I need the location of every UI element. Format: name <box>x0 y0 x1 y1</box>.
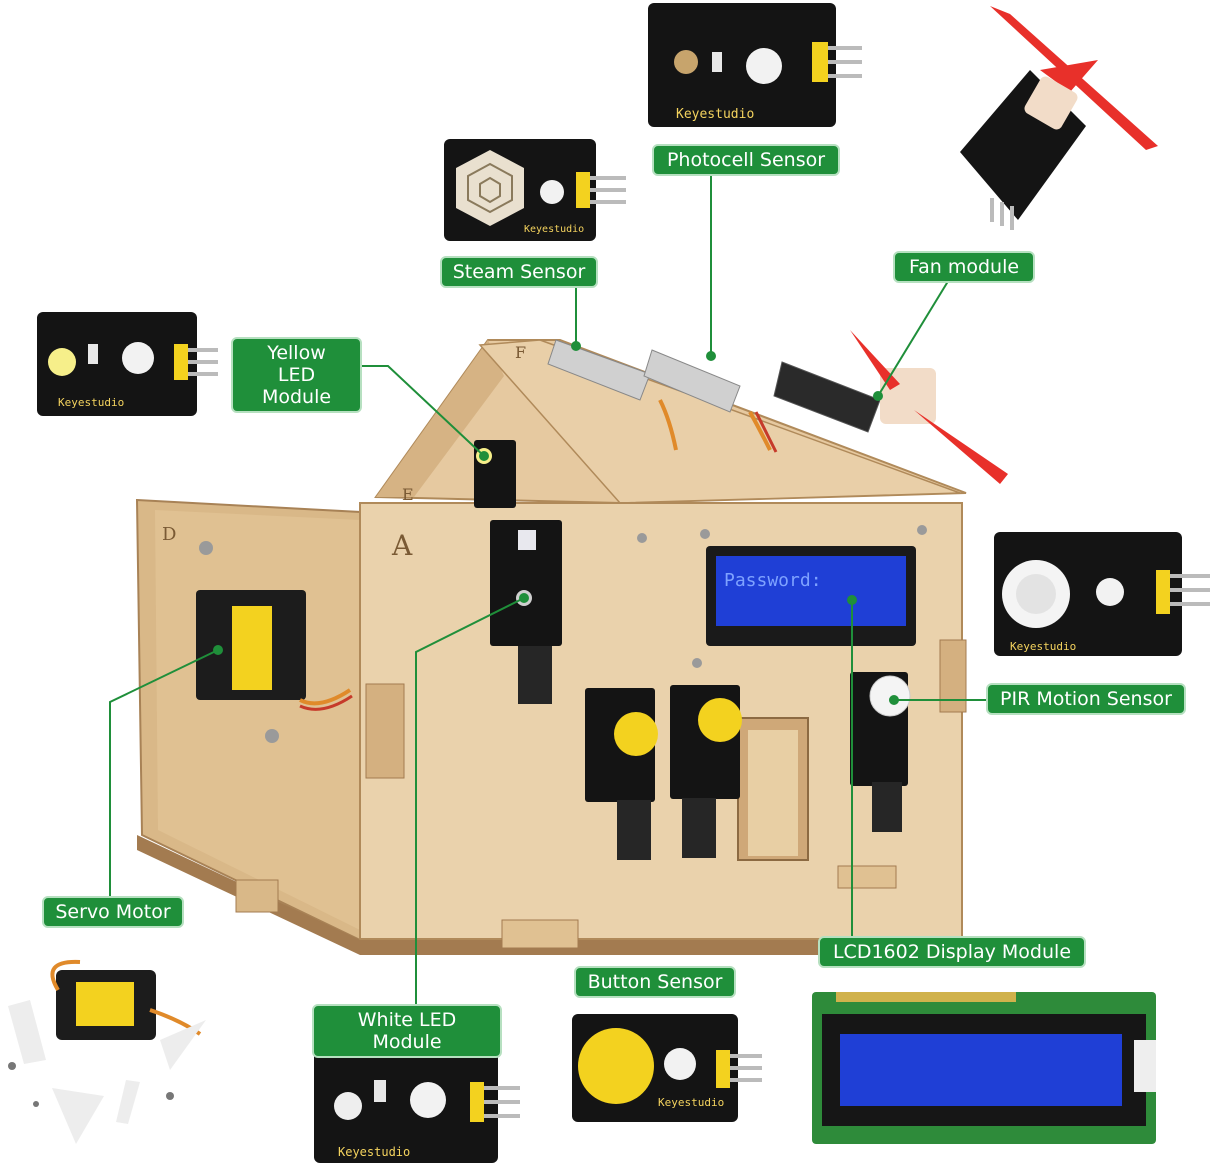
label-steam-sensor: Steam Sensor <box>440 256 598 288</box>
pir-brand: Keyestudio <box>1010 640 1076 653</box>
label-pir-motion-sensor: PIR Motion Sensor <box>986 683 1186 715</box>
lcd-screen-text: Password: <box>724 570 822 591</box>
leader-dots <box>213 341 899 705</box>
steam-brand: Keyestudio <box>524 224 584 235</box>
leader-lines <box>109 172 986 1004</box>
white-led-module-cutout: Keyestudio <box>314 1047 520 1163</box>
svg-text:D: D <box>162 524 176 545</box>
white-led-brand: Keyestudio <box>338 1145 410 1159</box>
lcd1602-module-cutout <box>812 992 1156 1144</box>
svg-text:A: A <box>391 529 413 562</box>
yellow-led-module-cutout: Keyestudio <box>37 312 218 416</box>
roof-modules <box>547 330 1008 484</box>
pir-module-cutout: Keyestudio <box>994 532 1210 656</box>
label-servo-motor: Servo Motor <box>42 896 184 928</box>
fan-module-cutout <box>960 6 1158 230</box>
photocell-module-cutout: Keyestudio <box>648 3 862 127</box>
servo-kit-cutout <box>8 959 206 1144</box>
steam-module-cutout: Keyestudio <box>444 139 626 241</box>
house-lcd: Password: <box>706 546 916 646</box>
yellow-led-brand: Keyestudio <box>58 396 124 409</box>
label-white-led-module: White LED Module <box>312 1004 502 1058</box>
label-lcd1602-display-module: LCD1602 Display Module <box>818 936 1086 968</box>
svg-text:E: E <box>402 485 414 504</box>
svg-text:F: F <box>515 343 526 362</box>
label-photocell-sensor: Photocell Sensor <box>652 144 840 176</box>
photocell-brand: Keyestudio <box>676 107 754 122</box>
label-button-sensor: Button Sensor <box>574 966 736 998</box>
label-yellow-led-module: Yellow LED Module <box>231 337 362 413</box>
button-brand: Keyestudio <box>658 1096 724 1109</box>
button-module-cutout: Keyestudio <box>572 1014 762 1122</box>
label-fan-module: Fan module <box>893 251 1035 283</box>
